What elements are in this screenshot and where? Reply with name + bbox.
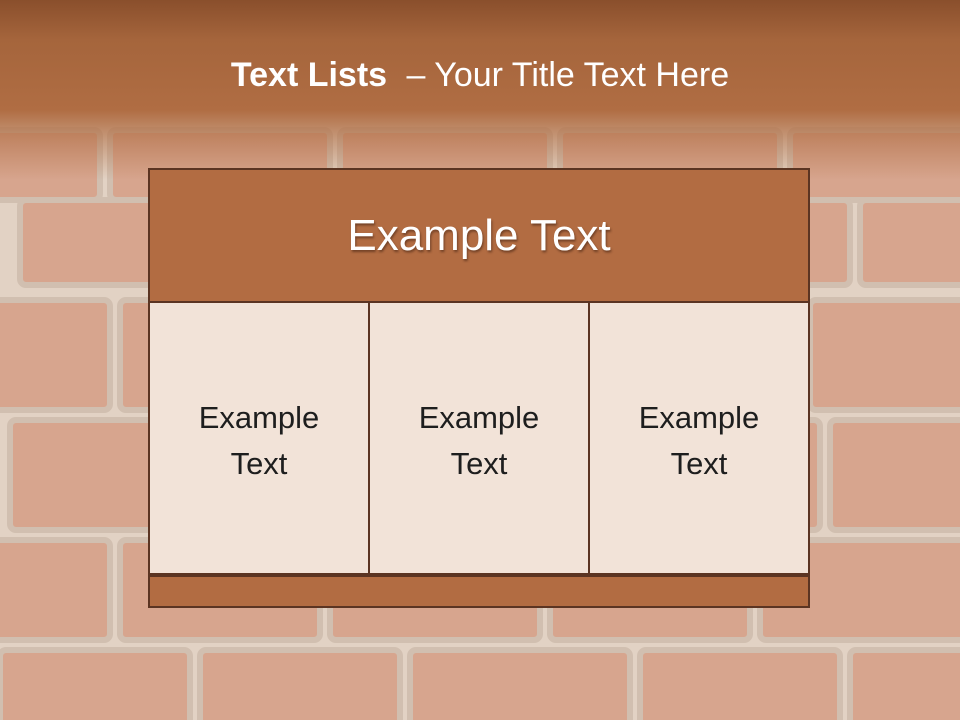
title-rest-text: Your Title Text Here [434,56,730,94]
column-1-text: Example Text [198,400,320,481]
title-band [0,0,960,180]
table-column-3: Example Text [588,301,810,575]
column-3-text: Example Text [638,400,760,481]
table-header-cell: Example Text [148,168,810,303]
table-column-2: Example Text [368,301,590,575]
text-list-table: Example Text Example Text Example Text E… [148,168,810,610]
slide-title: Text Lists – Your Title Text Here [0,52,960,98]
title-separator: – [406,56,426,94]
table-footer-bar [148,575,810,608]
title-bold-text: Text Lists [230,56,388,94]
column-2-text: Example Text [418,400,540,481]
table-column-1: Example Text [148,301,370,575]
table-header-text: Example Text [347,210,611,260]
